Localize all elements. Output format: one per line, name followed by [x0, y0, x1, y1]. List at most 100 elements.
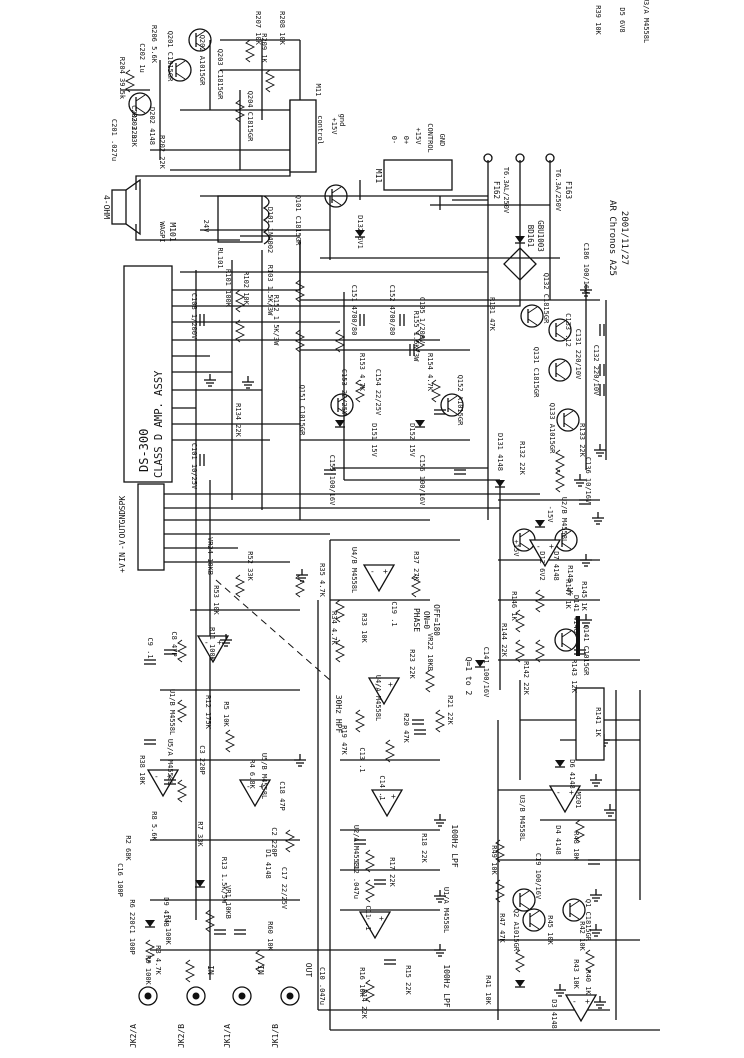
opamp-triangle — [196, 635, 230, 664]
bridge-rectifier — [503, 247, 537, 281]
transistor-body — [512, 888, 536, 912]
resistor-symbol — [514, 949, 526, 973]
transistor-lead — [175, 72, 186, 80]
component-label: U4/A M4558L — [374, 675, 382, 721]
transistor-lead — [331, 186, 342, 194]
component-label: +15V — [330, 118, 338, 136]
resistor-symbol — [354, 709, 366, 733]
component-label: R204 39.5k — [118, 57, 126, 100]
resistor-symbol — [224, 729, 236, 753]
opamp-plus: + — [569, 788, 574, 797]
jack-jk2a-ring — [138, 986, 158, 1006]
opamp-minus: - — [366, 914, 371, 923]
transistor-lead — [561, 630, 572, 638]
control-connector-box — [383, 159, 453, 191]
wire — [215, 579, 331, 681]
jack-jk1a: JK1/A IN — [223, 965, 265, 1048]
component-label: R18 22K — [420, 833, 428, 863]
resistor-symbol — [284, 829, 296, 853]
opamp-plus: + — [388, 680, 393, 689]
power-terminal — [483, 153, 493, 163]
opamp-plus: + — [549, 542, 554, 551]
component-label: R155 1.5K/3W — [412, 311, 420, 362]
speaker-ref: M101 — [168, 222, 177, 241]
diode-body — [535, 520, 545, 527]
resistor-symbol — [574, 819, 586, 843]
transistor-lead — [555, 360, 566, 368]
component-label: D1 4148 — [264, 849, 272, 879]
module-pin-spk: SPK — [118, 496, 127, 511]
component-label: C131 220/10V — [574, 329, 582, 380]
transistor-lead — [135, 106, 146, 114]
component-label: R5 10K — [222, 701, 230, 727]
wire — [172, 240, 301, 291]
module-title: DS-300 — [137, 429, 151, 472]
opamp-triangle — [146, 769, 180, 798]
component-label: R203 33K — [130, 113, 138, 148]
component-label: C132 220/10V — [592, 345, 600, 396]
transistor-body — [324, 184, 348, 208]
component-label: R23 22K — [408, 649, 416, 679]
component-label: -15V — [546, 506, 554, 524]
transistor-body — [562, 898, 586, 922]
component-label: Q133 A1015GR — [548, 403, 556, 454]
component-label: R209 1K — [260, 33, 268, 63]
component-label: R153 4.7K — [358, 353, 366, 392]
component-label: R52 33K — [246, 551, 254, 581]
component-label: R102 10K — [242, 271, 250, 306]
resistor-symbol — [334, 639, 346, 663]
component-label: C17 22/25V — [280, 867, 288, 910]
jack-jk2a-ref: JK2/A — [129, 1024, 138, 1048]
component-label: R20 47K — [402, 713, 410, 743]
component-label: R2 68K — [124, 835, 132, 861]
resistor-symbol — [264, 69, 276, 93]
component-label: C3 220P — [198, 745, 206, 775]
component-label: U3/A M4558L — [642, 0, 650, 43]
component-label: D12 6V2 — [538, 551, 546, 581]
resistor-symbol — [494, 839, 506, 863]
component-label: 24V — [202, 220, 210, 233]
component-label: C136 10/16V — [584, 457, 592, 504]
resistor-symbol — [176, 779, 188, 803]
power-terminal — [545, 153, 555, 163]
components: -+-+-+-+-+-+-+-+-+-+ — [124, 28, 616, 1023]
transistor-lead — [569, 912, 580, 920]
component-label: C152 4700/80 — [388, 285, 396, 336]
component-label: C141 100/16V — [482, 647, 490, 698]
transistor-lead — [561, 530, 572, 538]
opamp-plus: + — [383, 567, 388, 576]
diode-body — [355, 230, 365, 237]
jack-jk1a-pin — [238, 992, 246, 1000]
component-label: R208 10K — [278, 11, 286, 46]
transistor-lead — [447, 407, 458, 415]
module-pin-header: SPK GND OUT -V IN +V — [118, 483, 165, 573]
component-label: C13 .1 — [358, 747, 366, 772]
component-label: D6 4148 — [568, 759, 576, 789]
component-label: C154 22/25V — [374, 369, 382, 416]
component-label: C11 .1 — [364, 905, 372, 930]
jack-jk1a-label: IN — [256, 965, 265, 975]
opamp-plus: + — [391, 792, 396, 801]
module-pin-box — [137, 483, 165, 571]
transistor-lead — [529, 910, 540, 918]
component-label: Q141 C1015GR — [582, 625, 590, 676]
component-label: U4/B M4558L — [350, 547, 358, 593]
fuse1-rating: T6.3AL/250V — [502, 167, 510, 214]
component-label: C2 220P — [270, 827, 278, 857]
opamp-minus: - — [556, 788, 561, 797]
component-label: R202 22K — [158, 135, 166, 170]
phase-off-label: OFF=180 — [432, 604, 441, 636]
hpf-label: 30Hz HPF — [334, 695, 343, 734]
resistor-symbol — [204, 909, 216, 933]
power-section: F162 T6.3AL/250V F163 T6.3A/250V BD161 G… — [492, 167, 573, 252]
component-label: R17 22K — [388, 857, 396, 887]
component-label: C19 .1 — [390, 601, 398, 626]
component-label: R146 1K — [510, 591, 518, 621]
resistor-symbol — [244, 39, 256, 63]
resistor-symbol — [254, 949, 266, 973]
module-subtitle: CLASS D AMP. ASSY — [153, 370, 165, 478]
transistor-lead — [331, 198, 342, 206]
fuse2-rating: T6.3A/250V — [554, 169, 562, 212]
transistor-body — [548, 318, 572, 342]
